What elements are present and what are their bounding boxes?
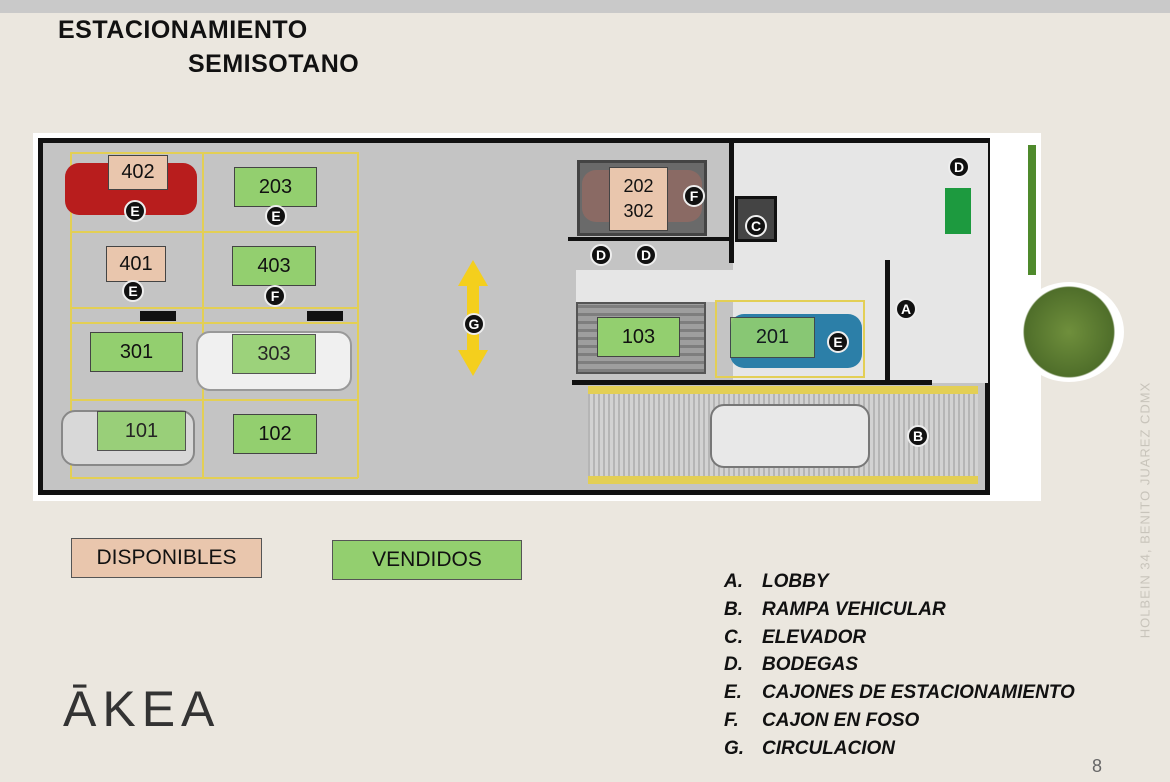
akea-logo: ĀKEA (63, 681, 221, 737)
marker-g: G (463, 313, 485, 335)
space-301[interactable]: 301 (90, 332, 183, 372)
parking-line (70, 322, 358, 324)
marker-e: E (827, 331, 849, 353)
hedge (1028, 145, 1036, 275)
marker-d: D (590, 244, 612, 266)
marker-e: E (265, 205, 287, 227)
marker-f: F (683, 185, 705, 207)
page-number: 8 (1092, 756, 1103, 776)
tree (1014, 282, 1124, 382)
parking-line (70, 399, 358, 401)
marker-e: E (124, 200, 146, 222)
green-fixture (945, 188, 971, 234)
key-item-c: C.ELEVADOR (724, 627, 867, 648)
parking-line (70, 477, 358, 479)
key-item-f: F.CAJON EN FOSO (724, 710, 920, 731)
key-item-e: E.CAJONES DE ESTACIONAMIENTO (724, 682, 1075, 703)
wall (885, 260, 890, 384)
marker-d: D (635, 244, 657, 266)
column (140, 311, 176, 321)
key-item-a: A.LOBBY (724, 571, 829, 592)
legend-available: DISPONIBLES (71, 538, 262, 578)
marker-e: E (122, 280, 144, 302)
space-401[interactable]: 401 (106, 246, 166, 282)
top-bar (0, 0, 1170, 13)
space-202-302[interactable]: 202 302 (609, 167, 668, 231)
parking-line (70, 152, 72, 478)
key-item-b: B.RAMPA VEHICULAR (724, 599, 946, 620)
space-101[interactable]: 101 (97, 411, 186, 451)
parking-line (202, 152, 204, 478)
car-suv (710, 404, 870, 468)
corridor (576, 270, 886, 302)
space-103[interactable]: 103 (597, 317, 680, 357)
space-303[interactable]: 303 (232, 334, 316, 374)
marker-f: F (264, 285, 286, 307)
address-text: HOLBEIN 34, BENITO JUAREZ CDMX (1137, 381, 1153, 639)
marker-d: D (948, 156, 970, 178)
title-line1: ESTACIONAMIENTO (58, 16, 308, 44)
space-202-label: 202 (623, 176, 654, 196)
space-403[interactable]: 403 (232, 246, 316, 286)
marker-c: C (745, 215, 767, 237)
marker-b: B (907, 425, 929, 447)
parking-line (357, 152, 359, 478)
title-line2: SEMISOTANO (188, 50, 360, 78)
space-302-label: 302 (623, 201, 654, 221)
parking-line (70, 307, 358, 309)
space-203[interactable]: 203 (234, 167, 317, 207)
legend-sold: VENDIDOS (332, 540, 522, 580)
parking-line (70, 231, 358, 233)
key-item-d: D.BODEGAS (724, 654, 859, 675)
space-201[interactable]: 201 (730, 317, 815, 358)
parking-line (70, 152, 358, 154)
wall (729, 143, 734, 263)
marker-a: A (895, 298, 917, 320)
wall (568, 237, 733, 241)
parking-space-201-area (715, 300, 865, 378)
wall (572, 380, 932, 385)
column (307, 311, 343, 321)
key-item-g: G.CIRCULACION (724, 738, 895, 759)
space-102[interactable]: 102 (233, 414, 317, 454)
space-402[interactable]: 402 (108, 155, 168, 190)
